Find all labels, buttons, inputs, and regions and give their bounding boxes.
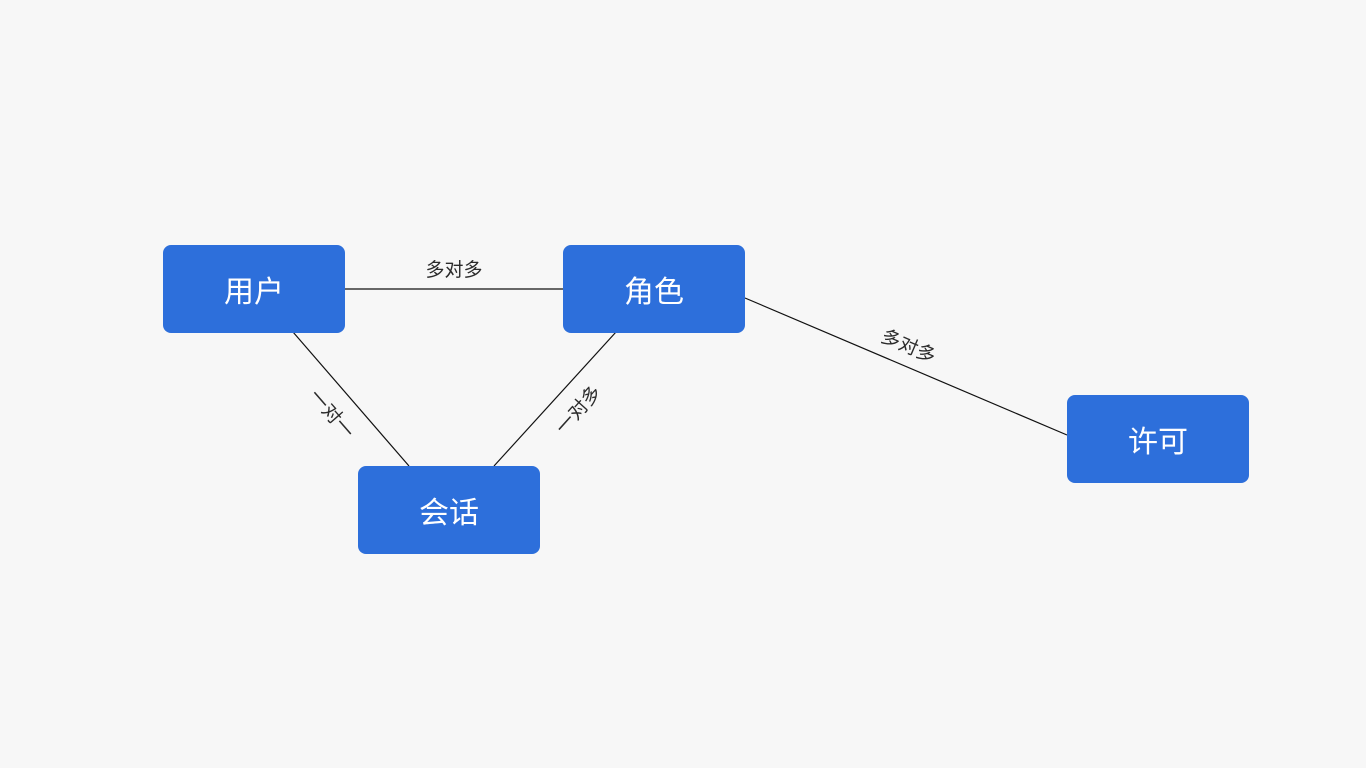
edge-label-role-session: 一对多 [551, 381, 606, 438]
edge-label-user-session: 一对一 [305, 385, 359, 442]
node-permission-label: 许可 [1128, 425, 1188, 460]
edge-role-session [493, 331, 617, 467]
edge-label-user-role: 多对多 [425, 259, 482, 281]
node-user-label: 用户 [224, 275, 284, 310]
edge-label-role-permission: 多对多 [878, 325, 939, 368]
node-role[interactable]: 角色 [563, 245, 745, 333]
node-permission[interactable]: 许可 [1067, 395, 1249, 483]
node-session[interactable]: 会话 [358, 466, 540, 554]
node-role-label: 角色 [624, 275, 684, 310]
node-session-label: 会话 [419, 496, 479, 531]
node-user[interactable]: 用户 [163, 245, 345, 333]
edge-role-permission [744, 297, 1068, 436]
edge-user-session [292, 331, 410, 467]
